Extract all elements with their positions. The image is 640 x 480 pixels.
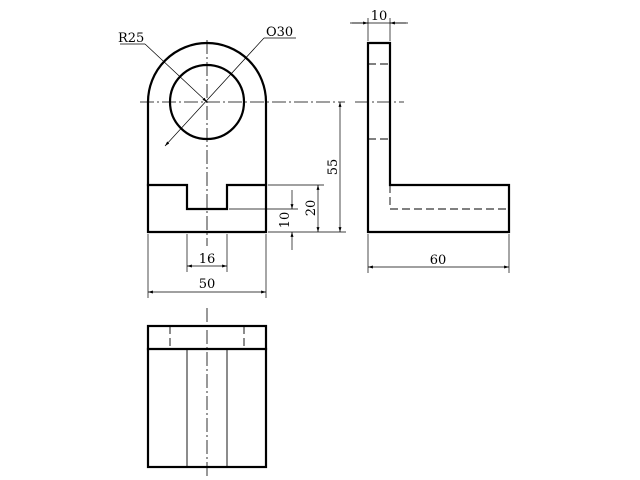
- front-outline: [146, 41, 268, 234]
- slot-depth-label: 10: [278, 212, 293, 229]
- step-label: 20: [304, 200, 319, 217]
- diameter-label: O30: [266, 25, 293, 40]
- height-label: 55: [326, 159, 341, 176]
- width-label: 50: [199, 277, 216, 292]
- slot-width-label: 16: [199, 252, 216, 267]
- diameter-leader: [164, 37, 265, 147]
- side-view: 10 60: [350, 9, 511, 273]
- top-width-label: 10: [371, 9, 388, 24]
- radius-label: R25: [118, 31, 144, 46]
- length-label: 60: [430, 253, 447, 268]
- front-view: R25 O30 55 20 10 16 50: [118, 25, 346, 298]
- front-step-line: [146, 183, 268, 211]
- top-view: [146, 308, 268, 478]
- radius-leader: [144, 43, 208, 103]
- side-outline: [366, 41, 511, 234]
